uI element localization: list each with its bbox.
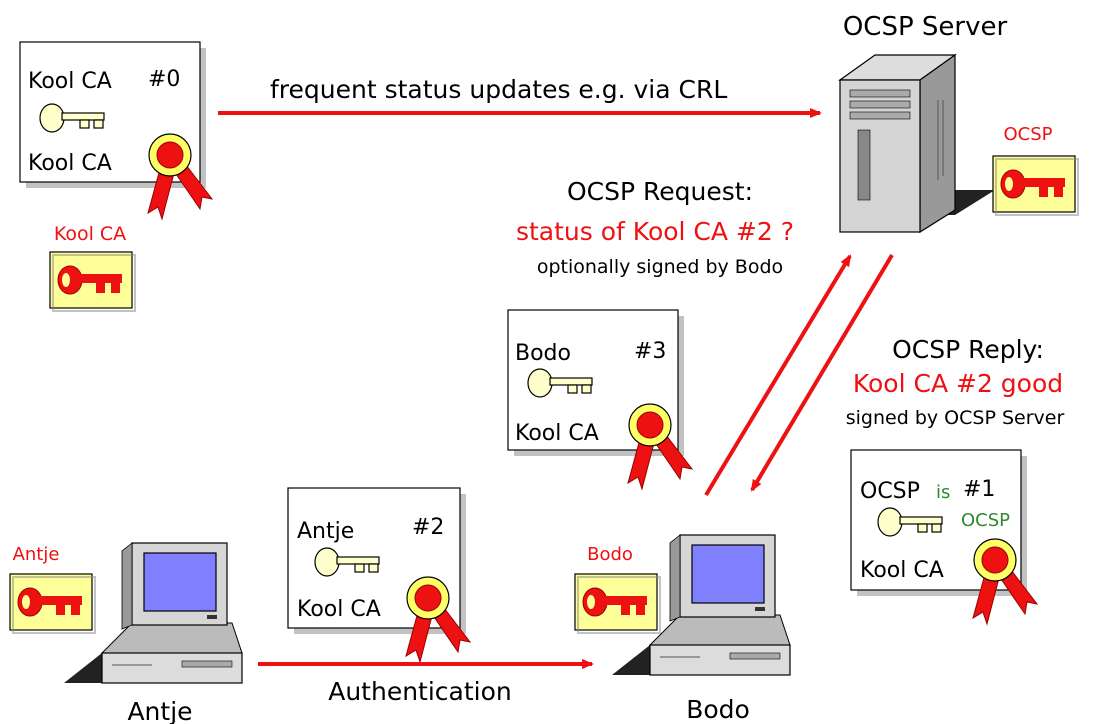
- ca-certificate: Kool CA #0 Kool CA: [19, 41, 213, 220]
- cert-number: #2: [412, 515, 444, 540]
- seal-icon: [972, 538, 1038, 625]
- antje-name: Antje: [127, 697, 192, 724]
- cert-number: #0: [148, 67, 180, 92]
- bodo-name: Bodo: [686, 695, 750, 724]
- server-icon: [838, 53, 995, 234]
- cert-number: #3: [634, 339, 666, 364]
- cert-issuer: Kool CA: [860, 558, 944, 583]
- cert-is-label: is: [936, 482, 950, 503]
- ocsp-request-arrow: [704, 254, 852, 497]
- ocsp-reply-arrow: [750, 253, 894, 492]
- ocsp-request-note: optionally signed by Bodo: [537, 256, 783, 278]
- bodo-key-label: Bodo: [587, 544, 633, 565]
- ocsp-request-title: OCSP Request:: [567, 177, 753, 206]
- ocsp-reply-title: OCSP Reply:: [892, 335, 1044, 364]
- cert-subject: Kool CA: [28, 69, 112, 94]
- cert-issuer: Kool CA: [515, 421, 599, 446]
- antje-key-label: Antje: [13, 544, 60, 565]
- ca-key-label: Kool CA: [54, 223, 126, 245]
- antje-certificate: Antje #2 Kool CA: [287, 487, 471, 663]
- cert-role: OCSP: [961, 510, 1010, 531]
- cert-issuer: Kool CA: [297, 597, 381, 622]
- ocsp-key-icon: [992, 155, 1079, 216]
- ocsp-server-title: OCSP Server: [843, 12, 1008, 42]
- ca-key-icon: [49, 251, 136, 312]
- ocsp-reply-note: signed by OCSP Server: [846, 407, 1065, 429]
- antje-key-icon: [9, 573, 96, 634]
- ocsp-certificate: OCSP is #1 OCSP Kool CA: [850, 449, 1038, 625]
- cert-subject: Bodo: [515, 341, 571, 366]
- bodo-certificate: Bodo #3 Kool CA: [507, 309, 693, 490]
- ocsp-request-query: status of Kool CA #2 ?: [516, 217, 794, 246]
- authentication-label: Authentication: [328, 677, 512, 706]
- ocsp-key-label: OCSP: [1003, 124, 1052, 145]
- crl-arrow-label: frequent status updates e.g. via CRL: [270, 75, 727, 104]
- bodo-key-icon: [574, 573, 661, 634]
- ocsp-reply-status: Kool CA #2 good: [853, 369, 1063, 398]
- cert-issuer: Kool CA: [28, 151, 112, 176]
- cert-number: #1: [963, 477, 995, 502]
- cert-subject: OCSP: [860, 479, 920, 504]
- cert-subject: Antje: [297, 519, 354, 544]
